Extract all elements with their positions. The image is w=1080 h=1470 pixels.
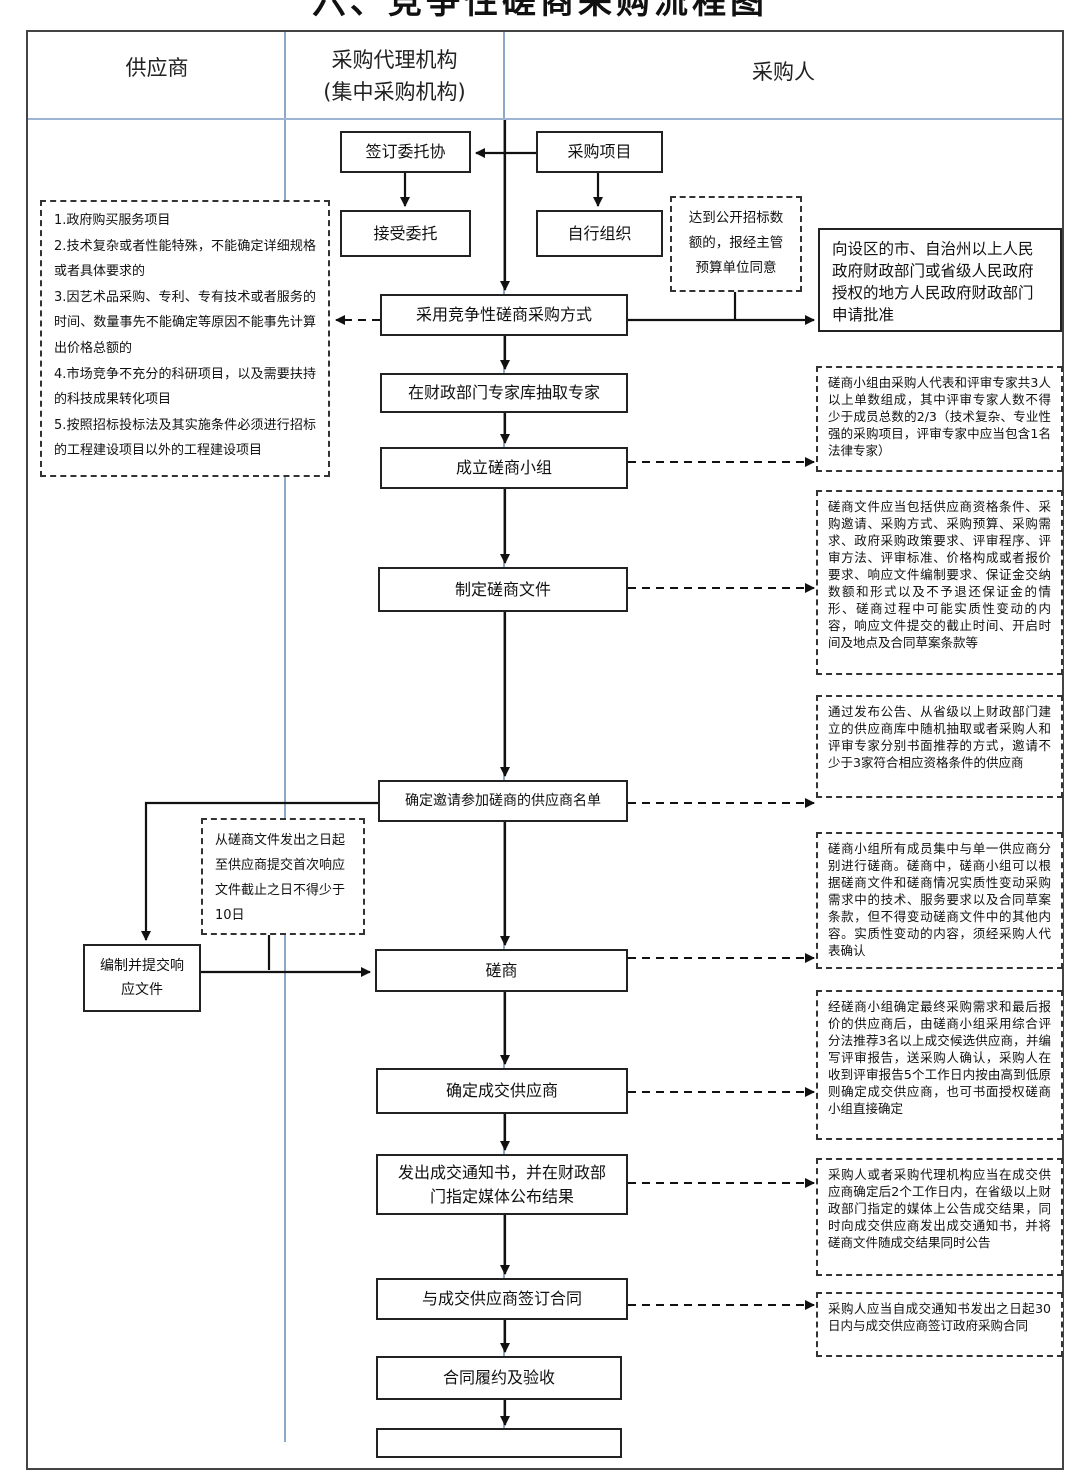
step-procurement-project: 采购项目 — [536, 131, 663, 173]
condition-item: 4.市场竞争不充分的科研项目，以及需要扶持的科技成果转化项目 — [54, 366, 316, 408]
condition-item: 1.政府购买服务项目 — [54, 213, 171, 228]
lane-header-supplier: 供应商 — [125, 56, 189, 80]
note-time-limit: 从磋商文件发出之日起至供应商提交首次响应文件截止之日不得少于10日 — [201, 818, 365, 935]
note-approval: 向设区的市、自治州以上人民政府财政部门或省级人民政府授权的地方人民政府财政部门申… — [818, 228, 1062, 332]
condition-item: 3.因艺术品采购、专利、专有技术或者服务的时间、数量事先不能确定等原因不能事先计… — [54, 289, 316, 356]
note-panel-rule: 磋商小组由采购人代表和评审专家共3人以上单数组成，其中评审专家人数不得少于成员总… — [816, 366, 1063, 472]
note-document-content: 磋商文件应当包括供应商资格条件、采购邀请、采购方式、采购预算、采购需求、政府采购… — [816, 490, 1063, 675]
step-accept-entrustment: 接受委托 — [340, 210, 471, 257]
step-issue-notice: 发出成交通知书，并在财政部门指定媒体公布结果 — [376, 1154, 628, 1215]
condition-item: 2.技术复杂或者性能特殊，不能确定详细规格或者具体要求的 — [54, 238, 316, 280]
lane-header-agency: 采购代理机构 (集中采购机构) — [286, 44, 503, 108]
step-next-partial — [376, 1428, 622, 1458]
step-prepare-documents: 制定磋商文件 — [378, 567, 628, 612]
lane-header-agency-line2: (集中采购机构) — [323, 80, 466, 104]
condition-item: 5.按照招标投标法及其实施条件必须进行招标的工程建设项目以外的工程建设项目 — [54, 417, 316, 459]
step-determine-winner: 确定成交供应商 — [376, 1068, 628, 1114]
note-winner-rule: 经磋商小组确定最终采购需求和最后报价的供应商后，由磋商小组采用综合评分法推荐3名… — [816, 990, 1063, 1140]
step-adopt-method: 采用竞争性磋商采购方式 — [380, 294, 628, 336]
note-negotiation-rule: 磋商小组所有成员集中与单一供应商分别进行磋商。磋商中，磋商小组可以根据磋商文件和… — [816, 832, 1063, 969]
step-prepare-response: 编制并提交响应文件 — [83, 944, 201, 1012]
step-negotiate: 磋商 — [375, 949, 628, 992]
step-acceptance: 合同履约及验收 — [376, 1356, 622, 1400]
step-self-organize: 自行组织 — [536, 210, 663, 257]
step-draw-experts: 在财政部门专家库抽取专家 — [380, 373, 628, 413]
header-separator — [28, 118, 1062, 120]
note-invite-method: 通过发布公告、从省级以上财政部门建立的供应商库中随机抽取或者采购人和评审专家分别… — [816, 695, 1063, 798]
note-notice-rule: 采购人或者采购代理机构应当在成交供应商确定后2个工作日内，在省级以上财政部门指定… — [816, 1158, 1063, 1276]
lane-header-agency-line1: 采购代理机构 — [331, 48, 458, 72]
page-title: 六、竞争性磋商采购流程图 — [312, 0, 768, 22]
lane-divider-1 — [284, 32, 286, 1442]
arrow-invite-to-supplier — [141, 801, 378, 941]
step-sign-contract: 与成交供应商签订合同 — [376, 1278, 628, 1320]
note-threshold: 达到公开招标数额的，报经主管预算单位同意 — [670, 196, 802, 292]
step-invite-list: 确定邀请参加磋商的供应商名单 — [378, 780, 628, 822]
note-contract-rule: 采购人应当自成交通知书发出之日起30日内与成交供应商签订政府采购合同 — [816, 1292, 1063, 1357]
step-form-panel: 成立磋商小组 — [380, 447, 628, 489]
step-sign-agreement: 签订委托协 — [340, 131, 471, 173]
lane-header-purchaser: 采购人 — [752, 60, 815, 84]
connector-layer — [141, 120, 815, 1426]
note-applicable-conditions: 1.政府购买服务项目 2.技术复杂或者性能特殊，不能确定详细规格或者具体要求的 … — [40, 200, 330, 477]
